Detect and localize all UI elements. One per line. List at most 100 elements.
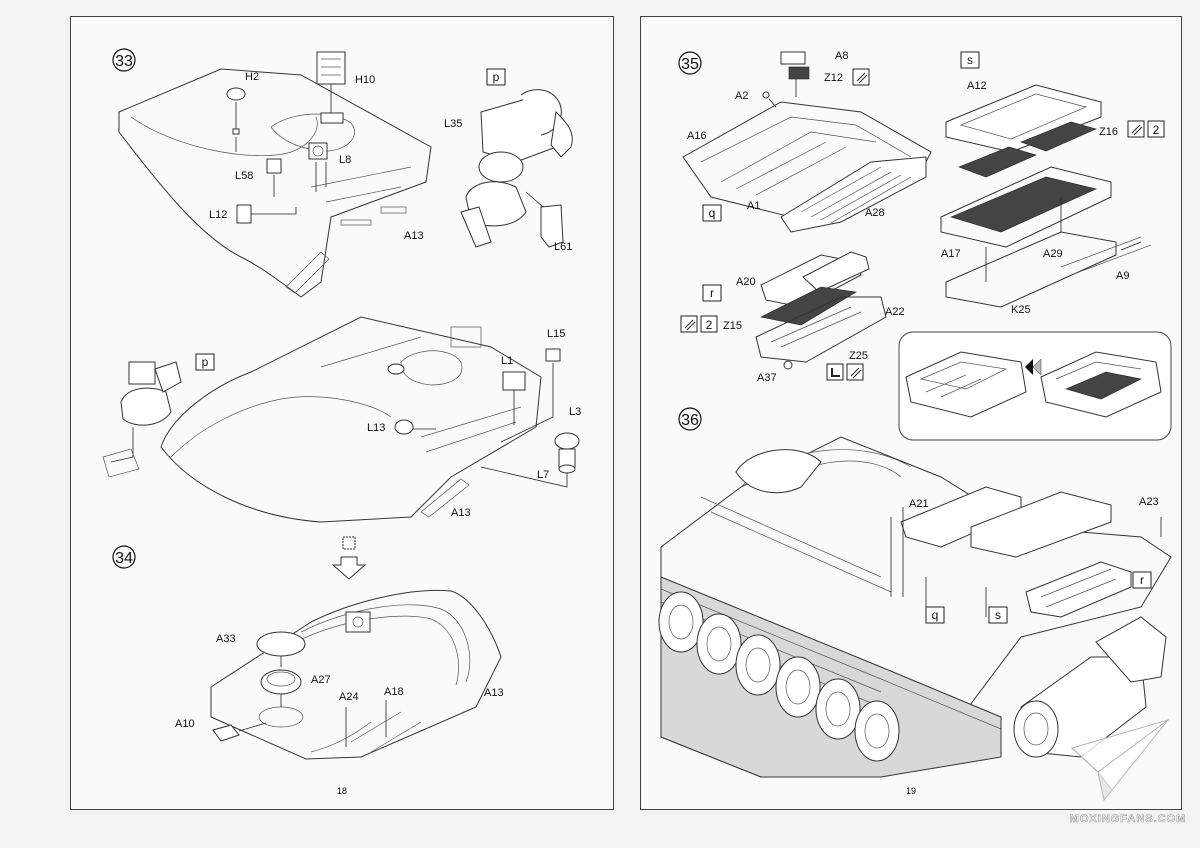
label-l1: L1 — [501, 355, 513, 367]
part-l8 — [308, 142, 328, 192]
label-a17: A17 — [941, 248, 961, 260]
part-h2 — [226, 87, 246, 152]
part-l1 — [502, 371, 526, 425]
a18-rod — [310, 721, 372, 753]
tweezers-icon-r — [680, 315, 698, 333]
callout-p-top-box — [486, 68, 506, 86]
svg-text:2: 2 — [1153, 123, 1160, 137]
label-z16: Z16 — [1099, 126, 1118, 138]
label-a1: A1 — [747, 200, 760, 212]
step-34-circle — [112, 545, 136, 569]
label-a13-top: A13 — [404, 230, 424, 242]
tweezers-icon-z16 — [1127, 120, 1145, 138]
right-page-diagram: 35 q r — [658, 50, 1172, 796]
comparison-inset — [898, 331, 1172, 441]
label-a33: A33 — [216, 633, 236, 645]
assembly-r — [755, 251, 887, 370]
callout-p-top: p — [493, 70, 500, 84]
part-a33 — [256, 631, 306, 667]
upper-hull-plate-mid — [160, 316, 542, 523]
label-h10: H10 — [355, 74, 375, 86]
label-a22: A22 — [885, 306, 905, 318]
label-l7: L7 — [537, 469, 549, 481]
label-a16: A16 — [687, 130, 707, 142]
label-z12: Z12 — [824, 72, 843, 84]
step-33-circle — [112, 48, 136, 72]
quantity-badge-z16: 2 — [1147, 120, 1165, 138]
callout-s: s — [967, 53, 973, 67]
part-l3-l7 — [480, 432, 580, 488]
callout-r-step36-box — [1132, 571, 1152, 589]
label-l61: L61 — [554, 241, 572, 253]
assembly-p-top — [460, 89, 573, 248]
left-page: 33 — [70, 16, 614, 810]
step-33-number: 33 — [115, 53, 133, 70]
watermark-text: MOXINGFANS.COM — [1070, 813, 1187, 825]
label-l13: L13 — [367, 422, 385, 434]
a27-seat — [258, 706, 304, 728]
callout-r-step36: r — [1140, 573, 1144, 587]
label-a18: A18 — [384, 686, 404, 698]
label-a9: A9 — [1116, 270, 1129, 282]
label-l58: L58 — [235, 170, 253, 182]
callout-q-step36-box — [925, 606, 945, 624]
label-a8: A8 — [835, 50, 848, 62]
lower-hull-step34 — [210, 589, 502, 760]
assembly-s — [940, 84, 1152, 308]
road-wheels — [658, 591, 900, 762]
quantity-badge-z15: 2 — [700, 315, 718, 333]
tweezers-icon-z25 — [846, 363, 864, 381]
part-l58 — [266, 158, 282, 197]
a21-leaders — [890, 507, 904, 597]
step-36-circle — [678, 407, 702, 431]
label-h2: H2 — [245, 71, 259, 83]
label-k25: K25 — [1011, 304, 1031, 316]
label-a28: A28 — [865, 207, 885, 219]
label-a20: A20 — [736, 276, 756, 288]
part-l13 — [394, 419, 436, 435]
label-l8: L8 — [339, 154, 351, 166]
callout-s-box — [960, 51, 980, 69]
callout-q-step36: q — [932, 608, 939, 622]
step-34-number: 34 — [115, 550, 133, 567]
assembly-p-mid — [102, 361, 182, 478]
label-a21: A21 — [909, 498, 929, 510]
callout-p-mid-box — [195, 353, 215, 371]
hull-step36 — [660, 436, 1172, 778]
callout-s-step36: s — [995, 608, 1001, 622]
label-a12: A12 — [967, 80, 987, 92]
part-a10 — [212, 722, 267, 742]
label-l15: L15 — [547, 328, 565, 340]
label-z15: Z15 — [723, 320, 742, 332]
down-arrow — [331, 536, 367, 580]
part-l12 — [236, 204, 297, 224]
callout-s-step36-box — [988, 606, 1008, 624]
callout-q-box — [702, 204, 722, 222]
callout-p-mid: p — [202, 355, 209, 369]
left-page-diagram: 33 — [102, 48, 581, 796]
label-a24: A24 — [339, 691, 359, 703]
page-number-18: 18 — [337, 786, 347, 796]
upper-hull-plate-top — [118, 68, 432, 298]
part-l15 — [500, 348, 561, 443]
part-a27 — [260, 669, 302, 707]
callout-r: r — [710, 286, 714, 300]
assembly-q — [682, 51, 932, 233]
callout-r-box — [702, 284, 722, 302]
label-a13-step34: A13 — [484, 687, 504, 699]
label-a13-mid: A13 — [451, 507, 471, 519]
page-number-19: 19 — [906, 786, 916, 796]
fuel-drums — [1013, 616, 1167, 758]
right-page: 35 q r — [640, 16, 1182, 810]
label-l35: L35 — [444, 118, 462, 130]
tweezers-icon-z12 — [852, 68, 870, 86]
part-h10 — [316, 51, 346, 124]
angle-icon — [826, 363, 844, 381]
label-a10: A10 — [175, 718, 195, 730]
label-a27: A27 — [311, 674, 331, 686]
callout-q: q — [709, 206, 716, 220]
step-35-number: 35 — [681, 56, 699, 73]
label-l3: L3 — [569, 406, 581, 418]
label-a23: A23 — [1139, 496, 1159, 508]
